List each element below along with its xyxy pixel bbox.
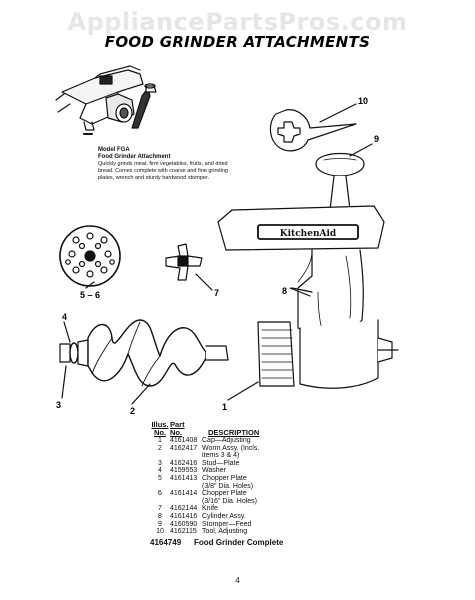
row-description: Cap—Adjusting: [202, 437, 251, 444]
model-number: Model FGA: [98, 147, 130, 153]
table-row: 9 4160590 Stomper—Feed: [150, 521, 330, 529]
model-name: Food Grinder Attachment: [98, 154, 171, 160]
callout-4: 4: [62, 312, 67, 322]
row-description: (3/8" Dia. Holes): [202, 482, 254, 490]
callout-8: 8: [282, 286, 287, 296]
row-part-number: 4162417: [170, 444, 198, 452]
row-part-number: [170, 483, 202, 491]
row-part-number: 4162115: [170, 528, 197, 536]
table-row: (3/16" Dia. Holes): [150, 498, 330, 506]
row-illus: 3: [158, 459, 162, 467]
parts-rows: 1 4161408 Cap—Adjusting 2 4162417 Worm Assy. …: [150, 437, 330, 536]
header-part: Part: [170, 420, 185, 429]
row-part-number: 4161414: [170, 490, 198, 498]
table-row: 5 4161413 Chopper Plate: [150, 475, 330, 483]
table-row: 1 4161408 Cap—Adjusting: [150, 437, 330, 445]
worm-assembly: [59, 319, 229, 405]
row-illus: 8: [158, 512, 162, 520]
row-part-number: 4160590: [170, 520, 198, 528]
row-part-number: 4161416: [170, 512, 198, 520]
row-description: Knife: [202, 505, 218, 513]
page-number: 4: [235, 576, 240, 585]
adjusting-tool: [269, 103, 357, 152]
cylinder-housing: [217, 205, 399, 389]
row-description: Stomper—Feed: [202, 520, 252, 528]
model-description: Quickly grinds meat, firm vegetables, fr…: [98, 161, 228, 181]
row-description: items 3 & 4): [202, 452, 240, 460]
table-row: 10 4162115 Tool, Adjusting: [150, 528, 330, 536]
row-part-number: [170, 452, 202, 460]
row-description: Tool, Adjusting: [202, 528, 248, 536]
feed-stomper: [315, 143, 373, 211]
row-illus: 6: [158, 490, 162, 498]
row-illus: 10: [156, 528, 164, 536]
table-row: 4 4159553 Washer: [150, 467, 330, 475]
callout-7: 7: [214, 288, 219, 298]
parts-total-row: 4164749 Food Grinder Complete: [150, 538, 330, 547]
parts-table-header-2: No. No. DESCRIPTION: [150, 429, 330, 437]
table-row: 3 4162416 Stud—Plate: [150, 460, 330, 468]
row-description: (3/16" Dia. Holes): [202, 497, 258, 505]
row-description: Chopper Plate: [202, 490, 247, 498]
header-illus: Illus.: [151, 420, 169, 429]
callout-1: 1: [222, 402, 227, 412]
row-illus: [150, 483, 170, 491]
row-illus: 4: [158, 467, 162, 475]
row-part-number: [170, 498, 202, 506]
header-part-no: No.: [170, 428, 183, 437]
model-label: Model FGA Food Grinder Attachment Quickl…: [98, 147, 228, 182]
adjusting-cap: [227, 321, 295, 401]
table-row: items 3 & 4): [150, 452, 330, 460]
brand-logo: KitchenAid: [280, 229, 337, 239]
callout-5-6: 5 – 6: [80, 290, 100, 300]
row-illus: 7: [158, 505, 162, 513]
row-illus: 1: [158, 437, 162, 444]
row-description: Washer: [202, 467, 226, 475]
total-description: Food Grinder Complete: [194, 537, 284, 547]
table-row: 6 4161414 Chopper Plate: [150, 490, 330, 498]
row-part-number: 4161408: [170, 437, 198, 444]
row-description: Stud—Plate: [202, 459, 240, 467]
chopper-plate: [59, 225, 121, 289]
page-title: FOOD GRINDER ATTACHMENTS: [104, 33, 371, 51]
row-part-number: 4162416: [170, 459, 198, 467]
row-part-number: 4159553: [170, 467, 198, 475]
callout-3: 3: [56, 400, 61, 410]
row-illus: 2: [158, 444, 162, 452]
row-description: Cylinder Assy.: [202, 512, 246, 520]
row-illus: 5: [158, 474, 162, 482]
callout-2: 2: [130, 406, 135, 416]
row-illus: [150, 452, 170, 460]
mixer-thumbnail: [55, 65, 157, 135]
total-part-number: 4164749: [150, 537, 182, 547]
row-illus: [150, 498, 170, 506]
knife: [165, 243, 213, 291]
table-row: 8 4161416 Cylinder Assy.: [150, 513, 330, 521]
row-illus: 9: [158, 520, 162, 528]
parts-table: Illus. Part No. No. DESCRIPTION 1 4161408…: [150, 421, 330, 547]
row-part-number: 4162144: [170, 505, 198, 513]
parts-table-header: Illus. Part: [150, 421, 330, 429]
header-description: DESCRIPTION: [208, 428, 260, 437]
header-illus-no: No.: [153, 428, 167, 437]
table-row: 7 4162144 Knife: [150, 505, 330, 513]
row-description: Chopper Plate: [202, 474, 247, 482]
callout-10: 10: [358, 96, 368, 106]
callout-9: 9: [374, 134, 379, 144]
table-row: (3/8" Dia. Holes): [150, 483, 330, 491]
table-row: 2 4162417 Worm Assy. (Incls.: [150, 445, 330, 453]
row-part-number: 4161413: [170, 474, 198, 482]
row-description: Worm Assy. (Incls.: [202, 444, 260, 452]
watermark: AppliancePartsPros.com: [67, 8, 408, 36]
